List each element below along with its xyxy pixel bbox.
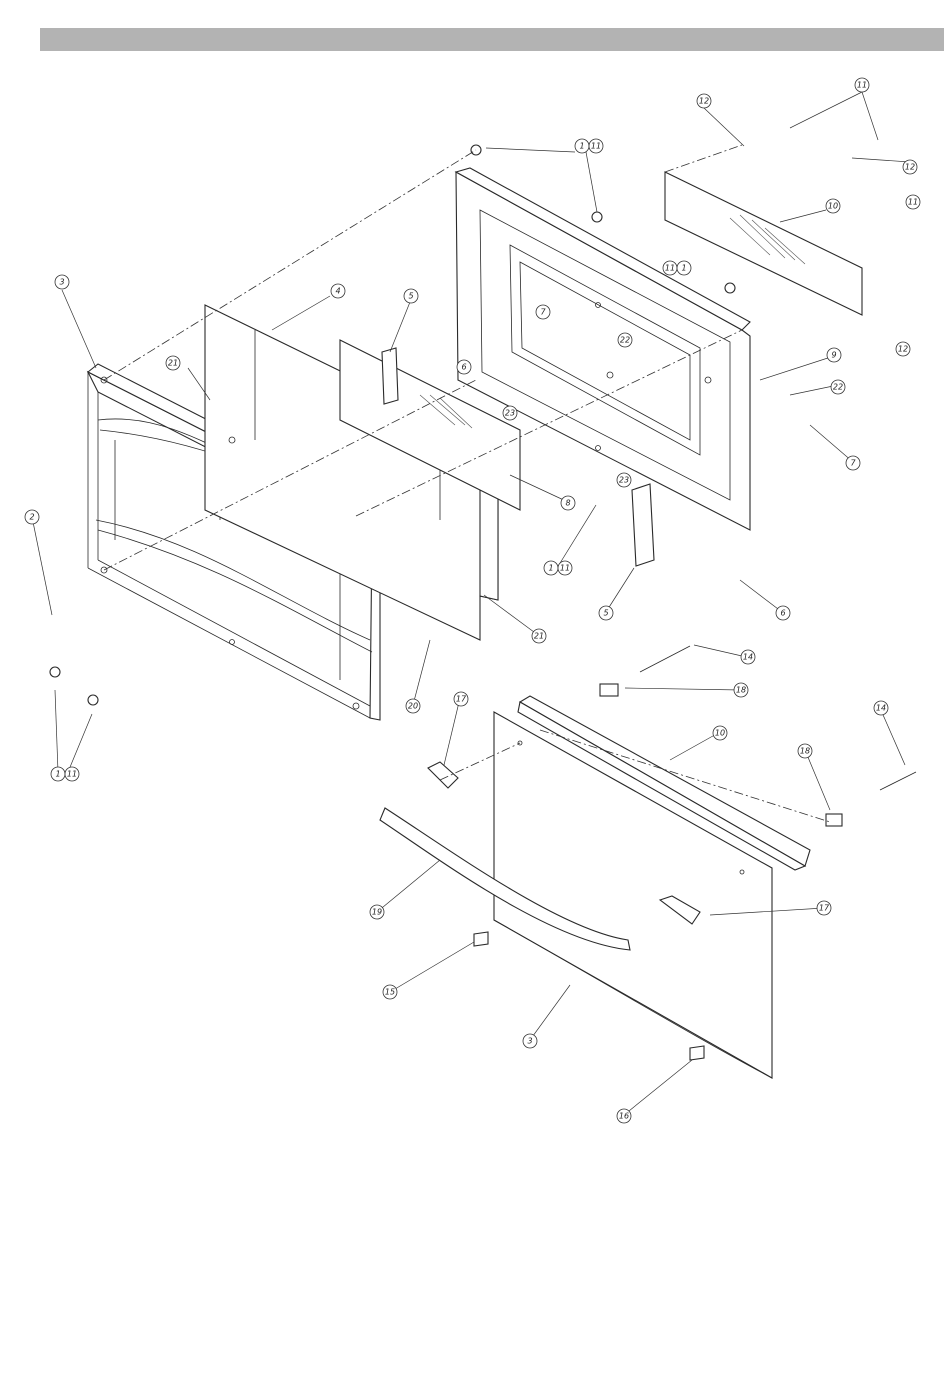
callout-label: 1: [548, 564, 553, 573]
callout-label: 12: [699, 97, 709, 106]
callout-4: 4: [331, 284, 345, 298]
callout-label: 11: [665, 264, 675, 273]
callout-label: 4: [335, 287, 340, 296]
callout-label: 18: [800, 747, 810, 756]
callout-21-bottom: 21: [532, 629, 546, 643]
long-screw-top: [640, 646, 690, 672]
hinge-top: [382, 348, 398, 404]
callout-label: 11: [857, 81, 867, 90]
callout-9: 9: [827, 348, 841, 362]
callout-11-d: 11: [558, 561, 572, 575]
callout-6-b: 6: [776, 606, 790, 620]
callout-2: 2: [25, 510, 39, 524]
callout-1-d: 1: [544, 561, 558, 575]
callout-17-b: 17: [817, 901, 831, 915]
callout-label: 14: [876, 704, 886, 713]
callout-3-bottom: 3: [523, 1034, 537, 1048]
callout-22-a: 22: [618, 333, 632, 347]
callout-label: 20: [408, 702, 418, 711]
callout-1-a: 1: [575, 139, 589, 153]
callout-8: 8: [561, 496, 575, 510]
callout-label: 14: [743, 653, 753, 662]
callout-5-bottom: 5: [599, 606, 613, 620]
callout-label: 12: [905, 163, 915, 172]
screw-right: [725, 283, 735, 293]
callout-12-c: 12: [896, 342, 910, 356]
spacer-right: [826, 814, 842, 826]
callout-7-b: 7: [846, 456, 860, 470]
callout-6-a: 6: [457, 360, 471, 374]
callout-label: 9: [831, 351, 836, 360]
long-screw-right: [880, 772, 916, 790]
callout-label: 3: [59, 278, 64, 287]
callout-22-b: 22: [831, 380, 845, 394]
callout-label: 21: [168, 359, 178, 368]
callout-18-b: 18: [798, 744, 812, 758]
callout-label: 17: [456, 695, 467, 704]
callout-14-b: 14: [874, 701, 888, 715]
callout-23-a: 23: [503, 406, 517, 420]
callout-14-a: 14: [741, 650, 755, 664]
callout-label: 16: [619, 1112, 629, 1121]
callout-12-b: 12: [903, 160, 917, 174]
hinge-bottom: [632, 484, 654, 566]
callout-16: 16: [617, 1109, 631, 1123]
callout-label: 10: [715, 729, 725, 738]
callout-label: 5: [408, 292, 413, 301]
callout-10-bottom: 10: [713, 726, 727, 740]
callout-11-a: 11: [589, 139, 603, 153]
callout-1-c: 1: [677, 261, 691, 275]
callout-label: 11: [591, 142, 601, 151]
callout-10-top: 10: [826, 199, 840, 213]
callout-label: 22: [620, 336, 630, 345]
callout-18-a: 18: [734, 683, 748, 697]
callout-label: 1: [681, 264, 686, 273]
callout-19: 19: [370, 905, 384, 919]
callout-label: 2: [29, 513, 34, 522]
callout-label: 8: [565, 499, 570, 508]
callout-label: 15: [385, 988, 395, 997]
callout-3-top: 3: [55, 275, 69, 289]
callout-label: 6: [461, 363, 466, 372]
callout-15: 15: [383, 985, 397, 999]
callout-label: 11: [560, 564, 570, 573]
callout-label: 5: [603, 609, 608, 618]
callout-label: 23: [505, 409, 515, 418]
callout-11-e: 11: [65, 767, 79, 781]
callout-23-b: 23: [617, 473, 631, 487]
callout-label: 1: [55, 770, 60, 779]
callout-7-a: 7: [536, 305, 550, 319]
callout-21-top: 21: [166, 356, 180, 370]
callout-11-top: 11: [855, 78, 869, 92]
callout-label: 21: [534, 632, 544, 641]
foot-right: [690, 1046, 704, 1060]
callout-label: 11: [908, 198, 918, 207]
screw-top-mid: [592, 212, 602, 222]
callout-label: 12: [898, 345, 908, 354]
callout-17-a: 17: [454, 692, 468, 706]
callout-12-a: 12: [697, 94, 711, 108]
callout-label: 11: [67, 770, 77, 779]
callout-label: 19: [372, 908, 382, 917]
callout-20: 20: [406, 699, 420, 713]
foot-left: [474, 932, 488, 946]
handle-bracket-left: [428, 762, 458, 788]
callout-1-e: 1: [51, 767, 65, 781]
callout-label: 22: [833, 383, 843, 392]
callout-label: 3: [527, 1037, 532, 1046]
callout-11-b: 11: [906, 195, 920, 209]
callout-label: 1: [579, 142, 584, 151]
screw-bottom-left-1: [50, 667, 60, 677]
callout-label: 17: [819, 904, 830, 913]
callout-label: 18: [736, 686, 746, 695]
callout-label: 6: [780, 609, 785, 618]
screw-bottom-left-2: [88, 695, 98, 705]
callout-11-c: 11: [663, 261, 677, 275]
callout-label: 23: [619, 476, 629, 485]
spacer-top: [600, 684, 618, 696]
callout-5-top: 5: [404, 289, 418, 303]
callout-label: 10: [828, 202, 838, 211]
